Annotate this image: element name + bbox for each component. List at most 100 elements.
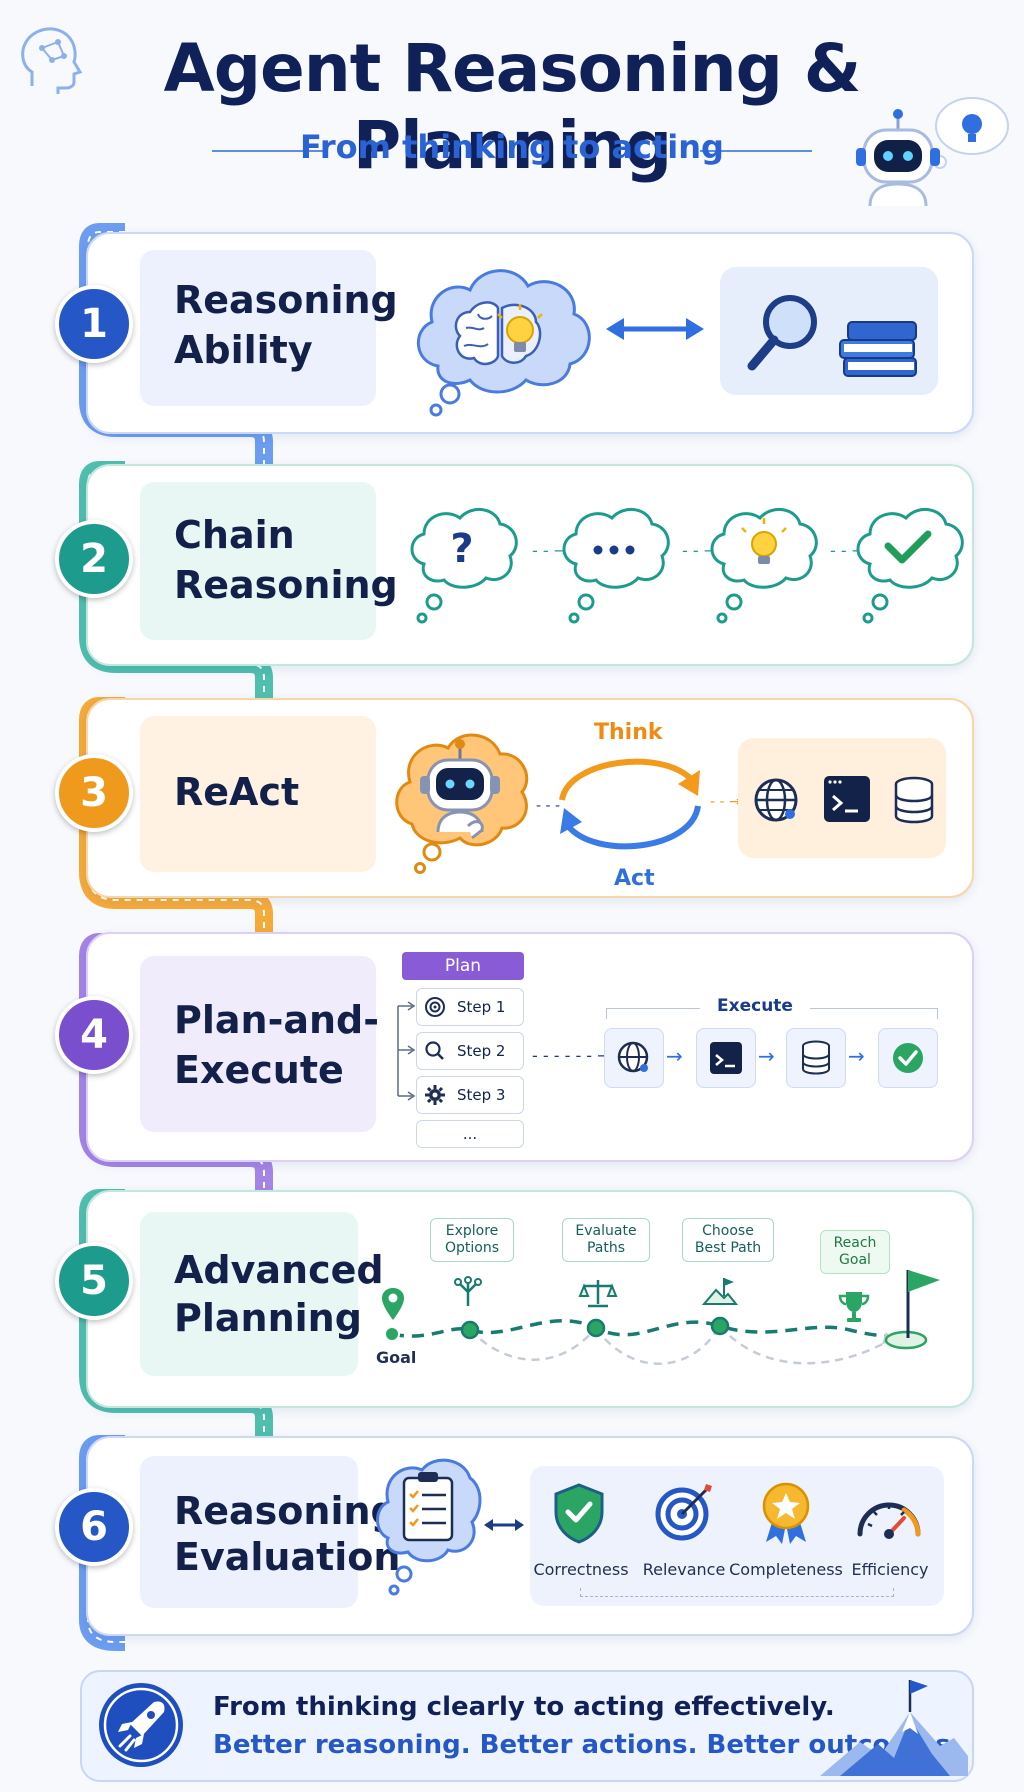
execute-arrow-1: → — [666, 1044, 683, 1068]
plan-step-2: Step 2 — [416, 1032, 524, 1070]
tag-choose-best-path: Choose Best Path — [682, 1218, 774, 1262]
location-pin-icon — [382, 1288, 404, 1320]
section-5-number-badge: 5 — [55, 1242, 133, 1320]
terminal-icon — [824, 776, 870, 822]
execute-header: Execute — [700, 996, 810, 1016]
footer-line2: Better reasoning. Better actions. Better… — [213, 1730, 961, 1760]
svg-text:- - -: - - - — [536, 798, 560, 814]
plan-step-2-label: Step 2 — [457, 1042, 506, 1060]
plan-step-3: Step 3 — [416, 1076, 524, 1114]
tag-reach-line2: Goal — [839, 1252, 871, 1268]
plan-header: Plan — [402, 952, 524, 980]
execute-arrow-2: → — [758, 1044, 775, 1068]
think-act-cycle-icon: - - - - - → — [536, 758, 741, 850]
check-circle-icon — [893, 1043, 923, 1073]
section-2-label-line1: Chain — [174, 513, 295, 557]
page-subtitle: From thinking to acting — [300, 128, 724, 166]
section-5-label-line1: Advanced — [174, 1248, 384, 1292]
head-network-icon — [21, 27, 83, 94]
footer-banner — [80, 1670, 974, 1782]
section-5-label-line2: Planning — [174, 1296, 362, 1340]
mountain-flag-icon — [820, 1680, 968, 1776]
chain-thought-bubbles: ? - - → - - → - - → — [410, 507, 964, 624]
terminal-icon — [710, 1042, 742, 1074]
books-icon — [839, 321, 917, 377]
shield-check-icon — [554, 1483, 604, 1544]
react-think-label: Think — [594, 720, 663, 745]
ellipsis-thought-bubble — [562, 507, 670, 624]
planning-start-label: Goal — [376, 1348, 417, 1367]
plan-step-1-label: Step 1 — [457, 998, 506, 1016]
award-ribbon-icon — [762, 1482, 810, 1544]
plan-to-execute-arrow: - - - - - - → — [532, 1046, 611, 1065]
robot-mascot-icon — [856, 97, 1009, 207]
section-4-label-panel — [140, 956, 376, 1132]
brain-lightbulb-icon — [416, 269, 591, 417]
section-3-label-line1: ReAct — [174, 770, 300, 814]
section-2-label-line2: Reasoning — [174, 563, 398, 607]
tag-choose-line2: Best Path — [694, 1240, 762, 1256]
section-2-label-panel — [140, 482, 376, 640]
metrics-bracket — [580, 1588, 894, 1597]
clipboard-thought-icon — [376, 1458, 482, 1596]
section-1-label-line1: Reasoning — [174, 278, 398, 322]
section-4-number-badge: 4 — [55, 996, 133, 1074]
metric-completeness: Completeness — [729, 1560, 843, 1579]
gear-icon — [425, 1085, 445, 1105]
planning-route — [384, 1316, 928, 1365]
tag-evaluate-line1: Evaluate — [575, 1223, 637, 1239]
section-2-number-badge: 2 — [55, 520, 133, 598]
section-6-label-line1: Reasoning — [174, 1489, 398, 1533]
subtitle-line-left — [212, 150, 324, 152]
database-icon — [802, 1040, 830, 1075]
trophy-icon — [838, 1292, 870, 1322]
section-1-label-panel — [140, 250, 376, 406]
tag-evaluate-paths: Evaluate Paths — [562, 1218, 650, 1262]
target-icon — [425, 997, 445, 1017]
subtitle-line-right — [700, 150, 812, 152]
lightbulb-thought-bubble — [710, 507, 818, 624]
section-4-label-line1: Plan-and- — [174, 998, 380, 1042]
thinking-robot-icon — [395, 733, 529, 874]
metric-correctness: Correctness — [533, 1560, 629, 1579]
section-3-label-panel — [140, 716, 376, 872]
section-3-number-badge: 3 — [55, 754, 133, 832]
rocket-icon — [99, 1683, 183, 1767]
section-5-label-panel — [140, 1212, 358, 1376]
plan-step-3-label: Step 3 — [457, 1086, 506, 1104]
metric-relevance: Relevance — [642, 1560, 726, 1579]
plan-more-steps: ... — [416, 1120, 524, 1148]
double-arrow-icon — [484, 1519, 524, 1531]
metrics-panel — [530, 1466, 944, 1606]
target-arrow-icon — [655, 1484, 712, 1541]
footer-line1: From thinking clearly to acting effectiv… — [213, 1692, 835, 1722]
speedometer-icon — [857, 1502, 921, 1539]
globe-icon — [754, 778, 798, 822]
svg-text:- - →: - - → — [532, 541, 567, 560]
section-1-number-badge: 1 — [55, 285, 133, 363]
branch-icon — [454, 1276, 482, 1306]
react-act-label: Act — [614, 866, 655, 891]
tag-explore-line2: Options — [444, 1240, 500, 1256]
section-6-label-panel — [140, 1456, 358, 1608]
tag-explore-line1: Explore — [445, 1223, 499, 1239]
tag-reach-goal: Reach Goal — [820, 1230, 890, 1274]
globe-icon — [617, 1041, 649, 1073]
scales-icon — [578, 1280, 618, 1308]
section-6-label-line2: Evaluation — [174, 1535, 401, 1579]
execute-arrow-3: → — [848, 1044, 865, 1068]
checkmark-thought-bubble — [856, 507, 964, 624]
plan-tree-lines — [397, 1001, 416, 1101]
section-1-label-line2: Ability — [174, 328, 313, 372]
summit-flag-icon — [701, 1278, 739, 1305]
svg-text:?: ? — [450, 526, 473, 572]
question-thought-bubble: ? — [410, 507, 518, 624]
metric-efficiency: Efficiency — [851, 1560, 929, 1579]
search-icon — [425, 1041, 444, 1060]
section-4-label-line2: Execute — [174, 1048, 344, 1092]
tag-choose-line1: Choose — [702, 1223, 754, 1239]
tag-reach-line1: Reach — [833, 1235, 877, 1251]
goal-flag-icon — [906, 1270, 940, 1338]
section-6-number-badge: 6 — [55, 1488, 133, 1566]
tag-explore-options: Explore Options — [430, 1218, 514, 1262]
